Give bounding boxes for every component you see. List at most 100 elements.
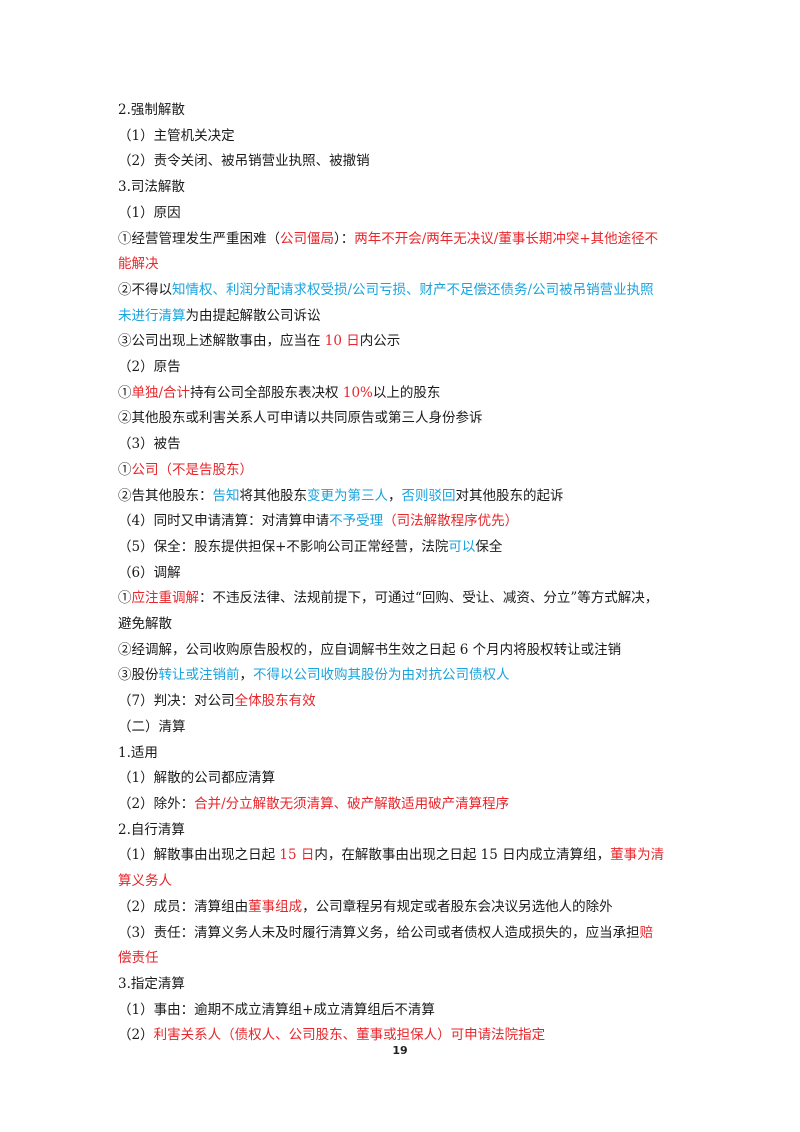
highlight-blue-text: 未进行清算 (118, 307, 186, 324)
highlight-red-text: 董事为清 (610, 847, 665, 864)
body-text: （2）除外： (118, 795, 195, 812)
highlight-red-text: 10 日 (324, 333, 360, 350)
text-line: 能解决 (118, 252, 692, 278)
text-line: （3）责任：清算义务人未及时履行清算义务，给公司或者债权人造成损失的，应当承担赔 (118, 921, 692, 947)
body-text: （1）主管机关决定 (118, 127, 235, 144)
highlight-red-text: 应注重调解 (131, 590, 200, 607)
text-line: （1）解散的公司都应清算 (118, 766, 692, 792)
body-text: 3.司法解散 (118, 179, 185, 196)
highlight-red-text: 10% (342, 384, 373, 401)
highlight-red-text: 董事组成 (248, 898, 303, 915)
body-text: （6）调解 (118, 564, 181, 581)
text-line: 避免解散 (118, 612, 692, 638)
text-line: 2.强制解散 (118, 98, 692, 124)
body-text: （2）原告 (118, 359, 181, 376)
text-line: （1）主管机关决定 (118, 124, 692, 150)
text-line: （1）事由：逾期不成立清算组+成立清算组后不清算 (118, 998, 692, 1024)
body-text: 2.强制解散 (118, 102, 185, 118)
body-text: （1）解散事由出现之日起 (118, 847, 280, 864)
body-text: ， (388, 487, 402, 504)
text-line: 3.指定清算 (118, 972, 692, 998)
text-line: （4）同时又申请清算：对清算申请不予受理（司法解散程序优先） (118, 509, 692, 535)
text-line: （2）原告 (118, 355, 692, 381)
body-text: ① (118, 590, 132, 607)
text-line: 算义务人 (118, 869, 692, 895)
body-text: （7）判决：对公司 (118, 693, 235, 710)
highlight-blue-text: 告知 (212, 487, 240, 504)
highlight-red-text: 两年不开会/两年无决议/董事长期冲突+其他途径不 (354, 230, 659, 247)
text-line: ②不得以知情权、利润分配请求权受损/公司亏损、财产不足偿还债务/公司被吊销营业执… (118, 278, 692, 304)
body-text: 保全 (475, 538, 503, 555)
text-line: ②告其他股东：告知将其他股东变更为第三人，否则驳回对其他股东的起诉 (118, 484, 692, 510)
body-text: ， (239, 667, 254, 684)
highlight-red-text: 合并/分立解散无须清算、破产解散适用破产清算程序 (194, 795, 510, 812)
highlight-red-text: （司法解散程序优先） (383, 513, 519, 530)
body-text: ②不得以 (118, 281, 172, 298)
highlight-red-text: 利害关系人（债权人、公司股东、董事或担保人）可申请法院指定 (153, 1027, 546, 1044)
text-line: （7）判决：对公司全体股东有效 (118, 689, 692, 715)
body-text: （4）同时又申请清算：对清算申请 (118, 513, 330, 530)
body-text: （1）事由：逾期不成立清算组+成立清算组后不清算 (118, 1001, 435, 1018)
body-text: 内，在解散事由出现之日起 15 日内成立清算组， (314, 847, 611, 864)
text-line: ③公司出现上述解散事由，应当在 10 日内公示 (118, 329, 692, 355)
body-text: 2.自行清算 (118, 821, 185, 838)
body-text: ：不违反法律、法规前提下，可通过“回购、受让、减资、分立”等方式解决， (199, 590, 659, 607)
body-text: （3）被告 (118, 436, 181, 453)
body-text: 避免解散 (118, 616, 172, 633)
body-text: （5）保全：股东提供担保+不影响公司正常经营，法院 (118, 538, 449, 555)
highlight-blue-text: 不予受理 (329, 513, 384, 530)
text-line: ②其他股东或利害关系人可申请以共同原告或第三人身份参诉 (118, 406, 692, 432)
text-line: ③股份转让或注销前，不得以公司收购其股份为由对抗公司债权人 (118, 663, 692, 689)
body-text: ②其他股东或利害关系人可申请以共同原告或第三人身份参诉 (118, 410, 483, 427)
text-line: （二）清算 (118, 715, 692, 741)
highlight-blue-text: 转让或注销前 (158, 667, 240, 684)
body-text: 为由提起解散公司诉讼 (185, 307, 321, 324)
body-text: ①经营管理发生严重困难（ (118, 230, 280, 247)
body-text: ③股份 (118, 667, 159, 684)
body-text: （2）责令关闭、被吊销营业执照、被撤销 (118, 153, 370, 170)
text-line: ①应注重调解：不违反法律、法规前提下，可通过“回购、受让、减资、分立”等方式解决… (118, 586, 692, 612)
text-line: （2）成员：清算组由董事组成，公司章程另有规定或者股东会决议另选他人的除外 (118, 895, 692, 921)
body-text: （2） (118, 1027, 154, 1044)
body-text: （2）成员：清算组由 (118, 898, 249, 915)
text-line: 1.适用 (118, 741, 692, 767)
body-text: 对其他股东的起诉 (455, 487, 564, 504)
text-line: （1）原因 (118, 201, 692, 227)
highlight-red-text: 全体股东有效 (234, 693, 316, 710)
body-text: ① (118, 461, 132, 478)
highlight-red-text: 能解决 (118, 256, 159, 273)
highlight-red-text: 赔 (639, 924, 654, 941)
body-text: ②告其他股东： (118, 487, 213, 504)
highlight-red-text: 15 日 (279, 847, 315, 864)
text-line: 偿责任 (118, 946, 692, 972)
highlight-blue-text: 变更为第三人 (307, 487, 388, 504)
document-body: 2.强制解散 （1）主管机关决定 （2）责令关闭、被吊销营业执照、被撤销 3.司法解散… (118, 98, 692, 1049)
body-text: 3.指定清算 (118, 975, 185, 992)
highlight-blue-text: 知情权、利润分配请求权受损/公司亏损、财产不足偿还债务/公司被吊销营业执照 (172, 281, 654, 298)
text-line: 2.自行清算 (118, 818, 692, 844)
highlight-red-text: 公司（不是告股东） (131, 461, 254, 478)
body-text: 内公示 (359, 333, 401, 350)
body-text: ）： (334, 230, 355, 247)
highlight-blue-text: 可以 (448, 538, 476, 555)
highlight-red-text: 单独/合计 (131, 384, 191, 401)
highlight-blue-text: 不得以公司收购其股份为由对抗公司债权人 (253, 667, 510, 684)
body-text: 持有公司全部股东表决权 (190, 384, 343, 401)
text-line: （5）保全：股东提供担保+不影响公司正常经营，法院可以保全 (118, 535, 692, 561)
body-text: 将其他股东 (239, 487, 308, 504)
text-line: ①经营管理发生严重困难（公司僵局）：两年不开会/两年无决议/董事长期冲突+其他途… (118, 227, 692, 253)
text-line: （6）调解 (118, 561, 692, 587)
highlight-blue-text: 否则驳回 (401, 487, 456, 504)
body-text: （1）解散的公司都应清算 (118, 770, 276, 787)
highlight-red-text: 算义务人 (118, 873, 172, 890)
text-line: （2）利害关系人（债权人、公司股东、董事或担保人）可申请法院指定 (118, 1023, 692, 1049)
text-line: （2）除外：合并/分立解散无须清算、破产解散适用破产清算程序 (118, 792, 692, 818)
body-text: （二）清算 (118, 718, 186, 735)
text-line: （1）解散事由出现之日起 15 日内，在解散事由出现之日起 15 日内成立清算组… (118, 843, 692, 869)
text-line: 3.司法解散 (118, 175, 692, 201)
text-line: 未进行清算为由提起解散公司诉讼 (118, 304, 692, 330)
page-number: 19 (392, 1044, 408, 1057)
body-text: （1）原因 (118, 204, 181, 221)
body-text: ②经调解，公司收购原告股权的，应自调解书生效之日起 6 个月内将股权转让或注销 (118, 641, 622, 658)
text-line: ①公司（不是告股东） (118, 458, 692, 484)
